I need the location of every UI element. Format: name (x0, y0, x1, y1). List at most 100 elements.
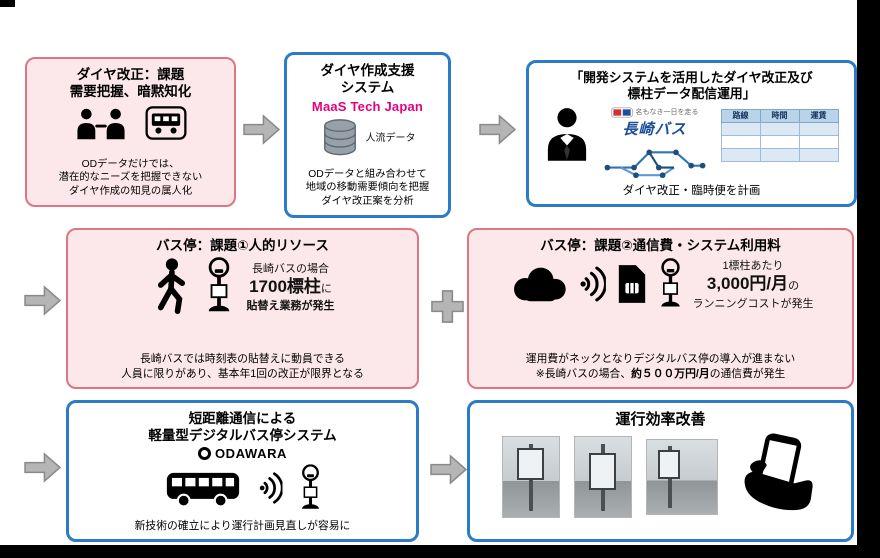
odawara-logo-text: ODAWARA (214, 445, 288, 461)
card-title: 短距離通信による 軽量型デジタルバス停システム (148, 410, 336, 445)
nagasaki-bus-block: 名もなき一日を走る 長崎バス (599, 107, 711, 179)
maas-tech-japan-logo: MaaS Tech Japan (311, 98, 424, 114)
walking-person-icon (157, 258, 185, 315)
card-title: 運行効率改善 (615, 411, 706, 428)
icon-row (75, 105, 187, 140)
frame-right (857, 0, 880, 558)
body-line: ダイヤ作成の知見の属人化 (68, 186, 193, 198)
card-system-operation: 「開発システムを活用したダイヤ改正及び 標柱データ配信運用」 名もなき一日を走る (526, 60, 857, 207)
title-line: ダイヤ作成支援 (320, 63, 415, 78)
flow-arrow-icon (243, 113, 280, 146)
card-title: バス停：課題①人的リソース (156, 238, 329, 253)
card-digital-busstop-system: 短距離通信による 軽量型デジタルバス停システム ODAWARA 新技術の確立によ… (66, 400, 419, 542)
case-suffix: に (320, 282, 332, 295)
table-header-time: 時間 (759, 108, 800, 123)
card-busstop-issue-2: バス停：課題②通信費・システム利用料 1標柱あたり 3,00 (467, 228, 854, 389)
odawara-logo: ODAWARA (197, 445, 288, 461)
flow-arrow-icon (24, 451, 61, 484)
title-line: 需要把握、暗黙知化 (69, 84, 192, 100)
title-line: システム (340, 80, 395, 96)
case-line: 1標柱あたり (722, 260, 784, 273)
card-title: バス停：課題②通信費・システム利用料 (540, 238, 781, 253)
table-header-fare: 運賃 (798, 108, 839, 123)
card-caption: ダイヤ改正・臨時便を計画 (622, 185, 761, 197)
card-body: 新技術の確立により運行計画見直しが容易に (134, 519, 351, 532)
slogan-text: 名もなき一日を走る (635, 109, 699, 117)
body-segment: ※長崎バスの場合、 (535, 367, 632, 380)
table-row (720, 147, 839, 162)
icon-row (77, 464, 408, 512)
nagasaki-flag-mark (610, 107, 633, 118)
photo-sign (657, 449, 681, 480)
bus-stop-pole-icon (299, 464, 322, 512)
card-body: ODデータだけでは、 潜在的なニーズを把握できない ダイヤ作成の知見の属人化 (59, 158, 203, 199)
table-header-route: 路線 (720, 108, 761, 123)
body-line: 運用費がネックとなりデジタルバス停の導入が進まない (525, 353, 796, 366)
odawara-logo-mark (197, 446, 211, 460)
database-label: 人流データ (365, 133, 416, 145)
photo-sign (589, 453, 616, 490)
route-network-icon (604, 149, 705, 178)
card-body: 長崎バスでは時刻表の貼替えに動員できる 人員に限りがあり、基本年1回の改正が限界… (121, 352, 364, 381)
flow-arrow-icon (430, 453, 467, 486)
card-title: 「開発システムを活用したダイヤ改正及び 標柱データ配信運用」 (570, 70, 812, 103)
bus-stop-photo (573, 436, 632, 519)
bus-front-icon (145, 105, 186, 140)
title-line: 短距離通信による (188, 411, 297, 426)
photo-sign (517, 447, 544, 480)
frame-topleft (0, 0, 15, 7)
case-big-text: 3,000円/月 (706, 274, 789, 294)
icon-row: 1標柱あたり 3,000円/月の ランニングコストが発生 (477, 257, 844, 310)
bus-stop-photo (501, 436, 560, 519)
wireless-signal-icon (259, 471, 283, 505)
card-dia-support-system: ダイヤ作成支援 システム MaaS Tech Japan 人流データ ODデータ… (284, 52, 451, 218)
body-line: 地域の移動需要傾向を把握 (305, 182, 430, 194)
nagasaki-bus-logo: 長崎バス (622, 120, 687, 138)
title-line: 「開発システムを活用したダイヤ改正及び (570, 70, 813, 85)
card-content: 名もなき一日を走る 長崎バス (537, 107, 846, 179)
table-row (720, 121, 839, 136)
title-line: ダイヤ改正：課題 (76, 67, 185, 82)
flow-arrow-icon (479, 113, 516, 146)
body-line: 人員に限りがあり、基本年1回の改正が限界となる (121, 367, 364, 380)
title-line: 軽量型デジタルバス停システム (148, 428, 337, 444)
case-suffix: の (788, 280, 800, 293)
card-timetable-issue: ダイヤ改正：課題 需要把握、暗黙知化 (25, 57, 236, 207)
card-body: ODデータと組み合わせて 地域の移動需要傾向を把握 ダイヤ改正案を分析 (306, 168, 430, 209)
card-body: 運用費がネックとなりデジタルバス停の導入が進まない ※長崎バスの場合、約５００万… (526, 352, 795, 381)
case-big-text: 1700標柱 (249, 276, 321, 296)
sim-card-icon (618, 265, 645, 303)
card-efficiency-result: 運行効率改善 (467, 400, 854, 542)
businessperson-icon (547, 107, 586, 161)
photo-row (478, 433, 843, 521)
nagasaki-slogan: 名もなき一日を走る (610, 107, 699, 118)
smartphone-hand-icon (744, 433, 813, 511)
body-segment: の通信費が発生 (709, 367, 786, 380)
body-segment-bold: 約５００万円/月 (631, 367, 710, 380)
title-line: 標柱データ配信運用」 (627, 86, 756, 102)
table-row (720, 134, 839, 149)
meeting-people-icon (76, 108, 125, 139)
card-busstop-issue-1: バス停：課題①人的リソース 長崎バスの場合 1700標柱に 貼替え業務が発生 (66, 228, 419, 389)
card-title: ダイヤ作成支援 システム (320, 62, 414, 97)
case-line: ランニングコストが発生 (692, 297, 814, 310)
body-line: ODデータだけでは、 (81, 158, 180, 170)
plus-icon (430, 289, 465, 324)
database-row: 人流データ (320, 117, 416, 157)
bus-side-icon (166, 472, 240, 508)
cloud-icon (513, 267, 566, 302)
case-line: 貼替え業務が発生 (246, 299, 335, 312)
database-icon (323, 118, 356, 155)
body-line: 長崎バスでは時刻表の貼替えに動員できる (140, 353, 345, 366)
bus-stop-pole-icon (658, 258, 683, 310)
frame-bottom (0, 545, 880, 558)
bus-stop-pole-icon (205, 257, 233, 315)
body-line: 潜在的なニーズを把握できない (58, 172, 203, 184)
wireless-signal-icon (580, 265, 606, 303)
case-highlight: 1700標柱に (247, 276, 335, 297)
card-title: ダイヤ改正：課題 需要把握、暗黙知化 (70, 66, 192, 101)
body-line: ODデータと組み合わせて (308, 168, 427, 180)
case-text: 1標柱あたり 3,000円/月の ランニングコストが発生 (693, 257, 814, 310)
case-line: 長崎バスの場合 (252, 262, 329, 275)
